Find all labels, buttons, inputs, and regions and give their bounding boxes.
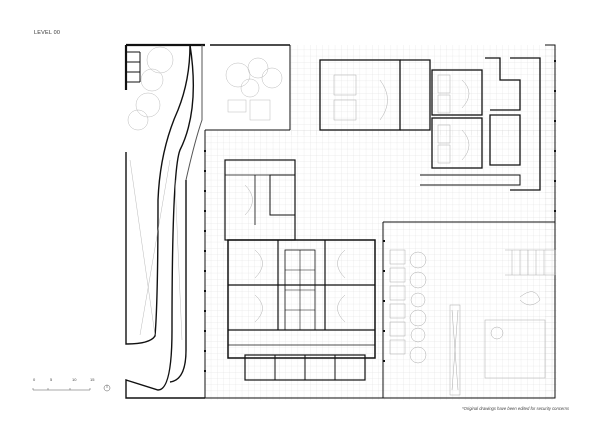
scale-label-0: 0 <box>33 377 36 382</box>
tree-cluster <box>127 46 283 131</box>
auditorium-seating <box>333 74 470 164</box>
security-footnote: *Original drawings have been edited for … <box>462 406 570 411</box>
plaza-edge-wall <box>382 221 555 398</box>
plaza-furniture <box>389 249 556 396</box>
scale-bar-graphic <box>32 384 111 392</box>
level-title: LEVEL 00 <box>34 30 61 36</box>
classroom-furniture <box>244 184 346 323</box>
scale-label-10: 10 <box>72 377 77 382</box>
ramp-structure <box>124 43 205 399</box>
classroom-block <box>224 159 376 381</box>
auditorium-block-north <box>319 57 541 191</box>
scale-label-5: 5 <box>50 377 53 382</box>
scale-label-15: 15 <box>90 377 95 382</box>
column-markers <box>204 60 556 372</box>
